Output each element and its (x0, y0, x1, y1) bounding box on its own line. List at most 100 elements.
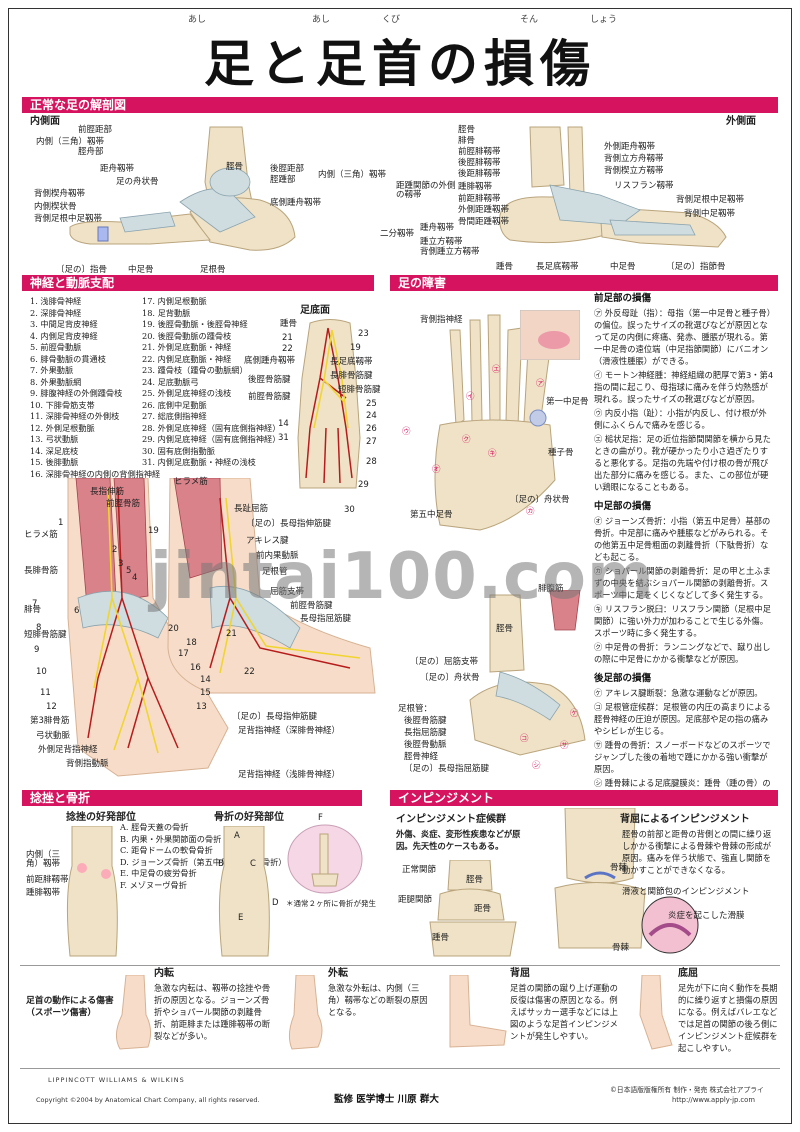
copyright-text: Copyright ©2004 by Anatomical Chart Comp… (36, 1096, 260, 1104)
forefoot-mark-1: ㋑ (466, 392, 475, 402)
dorsal-num-12: 12 (46, 702, 57, 712)
sole-num-1: 21 (282, 333, 293, 343)
midfoot-item: ㋔ ジョーンズ骨折：小指（第五中足骨）基部の骨折。中足部に痛みや腫脹などがみられ… (594, 516, 771, 562)
page-frame (8, 8, 792, 1124)
forefoot-mark-4: ㋔ (432, 465, 441, 475)
ankle-label-4: 足根管： (398, 704, 433, 714)
fracture-mark-e: E (238, 913, 244, 923)
publisher-url[interactable]: http://www.apply-jp.com (672, 1096, 755, 1104)
lateral-label-5: 踵腓靱帯 (458, 182, 493, 192)
dorsal-num-2: 2 (112, 545, 118, 555)
sole-num-0: 23 (358, 329, 369, 339)
ankle-label-2: 〔足の〕屈筋支帯 (410, 657, 479, 667)
medial-nerve-foot-illustration (167, 478, 376, 694)
sole-num-9: 29 (358, 480, 369, 490)
impingement-posterior-title: 背屈によるインピンジメント (620, 814, 750, 825)
dorsal-label-6: 第3腓骨筋 (30, 716, 70, 726)
nerve-list-right: 17. 内側足根動脈 18. 足背動脈 19. 後脛骨動脈・後脛骨神経 20. … (142, 296, 280, 469)
nerve-item: 14. 深足底枝 (30, 445, 79, 456)
forefoot-label-2: 種子骨 (548, 448, 574, 458)
forefoot-label-4: 第五中足骨 (410, 510, 453, 520)
dorsal-num-4: 4 (132, 573, 138, 583)
nerve-item: 8. 外果動脈網 (30, 376, 82, 387)
forefoot-item: ㋐ 外反母趾（指）：母指（第一中足骨と種子骨）の偏位。誤ったサイズの靴選びなどが… (594, 308, 771, 366)
dorsal-label-9: 背側指動脈 (66, 759, 109, 769)
section-impingement-heading: インピンジメント (390, 790, 778, 806)
medial-label-0: 前脛距部 (78, 125, 113, 135)
nerve-item: 31. 内側足底動脈・神経の浅枝 (142, 457, 256, 467)
nerve-item: 25. 外側足底神経の浅枝 (142, 388, 232, 398)
dorsal-num-3: 3 (118, 559, 124, 569)
sole-num-12: 30 (344, 505, 355, 515)
hindfoot-item: ㋚ 踵骨の骨折：スノーボードなどのスポーツでジャンプした後の着地で踵にかかる強い… (594, 740, 771, 774)
medial-bottom-0: 〔足の〕指骨 (56, 265, 108, 275)
dorsal-num-16: 16 (190, 663, 201, 673)
midfoot-title: 中足部の損傷 (594, 501, 652, 512)
section-anatomy-heading: 正常な足の解剖図 (22, 97, 778, 113)
title-ruby-1: あし (188, 15, 207, 25)
title-ruby-3: くび (382, 15, 401, 25)
dorsal-num-18: 18 (186, 638, 197, 648)
dorsal-num-21: 21 (226, 629, 237, 639)
dorsal-num-1: 1 (58, 518, 64, 528)
abduction-foot-illustration (288, 975, 323, 1050)
lateral-label-7: 距踵関節の外側の靱帯 (396, 181, 456, 201)
lateral-label-11: 踵舟靱帯 (420, 223, 455, 233)
section-sprain-heading: 捻挫と骨折 (22, 790, 362, 806)
lateral-bottom-1: 長足底靱帯 (536, 262, 579, 272)
sole-num-2: 22 (282, 344, 293, 354)
lateral-bottom-3: 〔足の〕指節骨 (666, 262, 726, 272)
dorsal-label-5: 短腓骨筋腱 (24, 630, 67, 640)
lateral-label-15: 背側立方舟靱帯 (604, 154, 664, 164)
fracture-site: E. 中足骨の疲労骨折 (120, 868, 197, 878)
sole-num-7: 27 (366, 437, 377, 447)
impingement-posterior-text: 脛骨の前部と距骨の背側との間に繰り返しかかる衝撃による骨棘や骨棘の形成が原因。痛… (622, 829, 772, 875)
nerve-item: 7. 外果動脈 (30, 365, 74, 375)
impingement-posterior-label-1: 滑液と関節包のインピンジメント (622, 887, 750, 897)
lateral-label-10: 二分靱帯 (380, 229, 415, 239)
lateral-label-18: 背側足根中足靱帯 (676, 195, 745, 205)
impingement-anterior-label-0: 正常関節 (402, 865, 437, 875)
sole-label-3: 前脛骨筋腱 (248, 392, 291, 402)
impingement-posterior-label-3: 骨棘 (612, 943, 630, 953)
medial-bottom-2: 足根骨 (200, 265, 226, 275)
plantarflexion-foot-illustration (639, 975, 673, 1050)
impingement-anterior-label-2: 距腿関節 (398, 895, 433, 905)
ankle-label-7: 後脛骨動脈 (404, 740, 447, 750)
nerve-item: 10. 下腓骨筋支帯 (30, 399, 95, 410)
title-ruby-4: そん (520, 15, 539, 25)
dorsal-num-8: 8 (36, 623, 42, 633)
ankle-label-3: 〔足の〕舟状骨 (420, 673, 480, 683)
lateral-label-13: 背側踵立方靱帯 (420, 247, 480, 257)
forefoot-mark-3: ㋓ (492, 365, 501, 375)
sole-view-label: 足底面 (300, 305, 330, 316)
medial-label-3: 距舟靱帯 (100, 164, 135, 174)
dorsal-label-20: 足背指神経（深腓骨神経） (238, 726, 341, 736)
dorsal-num-11: 11 (40, 688, 51, 698)
forefoot-mark-2: ㋒ (402, 427, 411, 437)
fracture-note: ＊通常２ヶ所に骨折が発生 (286, 899, 376, 908)
lateral-foot-illustration (499, 126, 727, 248)
dorsal-label-0: 長指伸筋 (90, 487, 125, 497)
dorsal-num-15: 15 (200, 688, 211, 698)
fracture-foot-illustration (218, 826, 270, 957)
lateral-label-16: 背側楔立方靱帯 (604, 166, 664, 176)
publisher-rights-text: ©日本語版版権所有 制作・発売 株式会社アプライ (610, 1086, 764, 1094)
nerve-item: 28. 外側足底神経（固有底側指神経） (142, 422, 281, 433)
nerve-list-left: 1. 浅腓骨神経 2. 深腓骨神経 3. 中間足背皮神経 4. 内側足背皮神経 … (30, 296, 160, 480)
medial-label-9: 脛踵部 (270, 175, 296, 185)
fracture-mark-d: D (272, 898, 279, 908)
medial-foot-illustration (69, 126, 296, 251)
dorsal-label-18: 長母指屈筋腱 (300, 614, 352, 624)
medial-label-5: 背側楔舟靱帯 (34, 189, 86, 199)
ankle-label-6: 長指屈筋腱 (404, 728, 447, 738)
dorsal-label-4: 腓骨 (24, 605, 42, 615)
nerve-item: 9. 腓腹神経の外側踵骨枝 (30, 388, 123, 398)
ankle-mark-2: ㋚ (560, 741, 569, 751)
dorsal-label-12: 〔足の〕長母指伸筋腱 (246, 519, 332, 529)
section-nerves-heading: 神経と動脈支配 (22, 275, 374, 291)
impingement-anterior-title: インピンジメント症候群 (396, 814, 506, 825)
ankle-label-5: 後脛骨筋腱 (404, 716, 447, 726)
lateral-label-17: リスフラン靱帯 (614, 181, 674, 191)
motion-text-3: 足先が下に向く動作を長期的に繰り返すと損傷の原因になる。例えばバレエなどでは足首… (678, 983, 778, 1053)
